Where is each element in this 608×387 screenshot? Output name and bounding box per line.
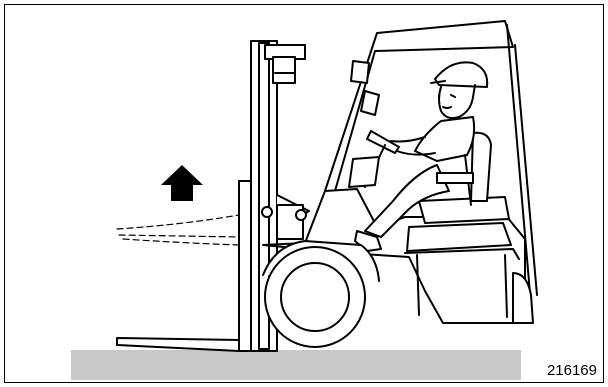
fork <box>117 181 253 351</box>
arrow-up-icon <box>161 165 203 201</box>
ground <box>71 350 521 380</box>
steering-wheel <box>349 131 399 187</box>
forklift-illustration <box>5 5 604 383</box>
illustration-frame: 216169 <box>4 4 604 383</box>
rear-wheel <box>513 273 533 323</box>
figure-number: 216169 <box>547 362 597 379</box>
fork-raise-trail <box>117 215 239 245</box>
front-wheel <box>263 241 379 347</box>
